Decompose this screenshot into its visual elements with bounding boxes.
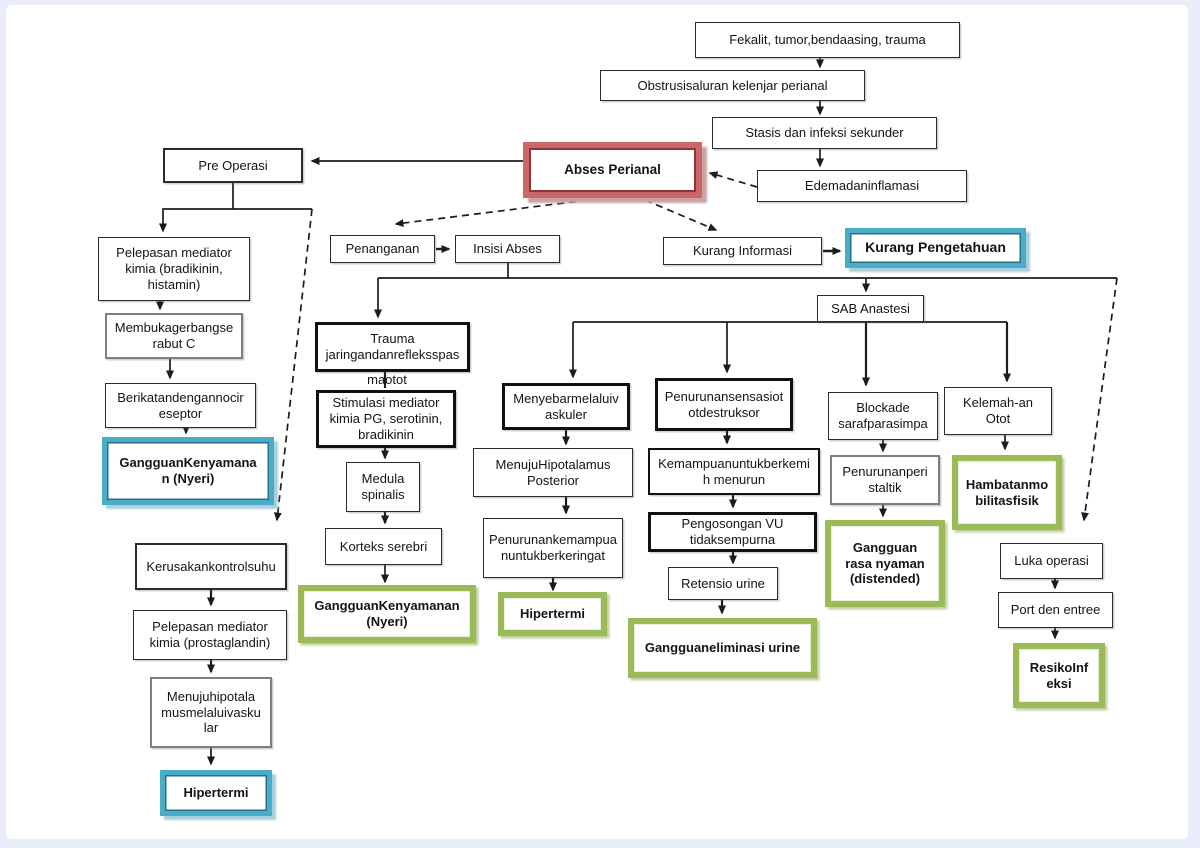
node-pelepasan-prostaglandin: Pelepasan mediator kimia (prostaglandin)	[133, 610, 287, 660]
node-penanganan: Penanganan	[330, 235, 435, 263]
node-luka-operasi: Luka operasi	[1000, 543, 1103, 579]
node-hipertermi-1: Hipertermi	[160, 770, 272, 816]
node-gangguan-eliminasi: Gangguaneliminasi urine	[628, 618, 817, 678]
node-abses-perianal: Abses Perianal	[523, 142, 702, 198]
node-kelemahan-otot: Kelemah-an Otot	[944, 387, 1052, 435]
node-insisi-abses: Insisi Abses	[455, 235, 560, 263]
node-penurunan-keringat: Penurunankemampua nuntukberkeringat	[483, 518, 623, 578]
trauma-overflow-text: maotot	[367, 372, 407, 387]
node-obstruksi: Obstrusisaluran kelenjar perianal	[600, 70, 865, 101]
node-hipertermi-2: Hipertermi	[498, 592, 607, 636]
node-kerusakan-kontrol-suhu: Kerusakankontrolsuhu	[135, 543, 287, 590]
node-gangguan-kenyamanan-2: GangguanKenyamanan (Nyeri)	[298, 585, 476, 643]
node-medula-spinalis: Medula spinalis	[346, 462, 420, 512]
node-kurang-pengetahuan: Kurang Pengetahuan	[845, 228, 1026, 268]
node-pelepasan-bradikinin: Pelepasan mediator kimia (bradikinin, hi…	[98, 237, 250, 301]
node-fekalit: Fekalit, tumor,bendaasing, trauma	[695, 22, 960, 58]
node-penurunan-peristaltik: Penurunanperi staltik	[830, 455, 940, 505]
node-hambatan-mobilitas: Hambatanmo bilitasfisik	[952, 455, 1062, 530]
node-gangguan-rasa-nyaman: Gangguan rasa nyaman (distended)	[825, 520, 945, 607]
node-penurunan-sensasi: Penurunansensasiot otdestruksor	[655, 378, 793, 431]
node-sab-anastesi: SAB Anastesi	[817, 295, 924, 322]
node-kemampuan-berkemih: Kemampuanuntukberkemi h menurun	[648, 448, 820, 495]
node-port-de-entree: Port den entree	[998, 592, 1113, 628]
node-menuju-hipotalamus-vaskular: Menujuhipotala musmelaluivasku lar	[150, 677, 272, 748]
node-pre-operasi: Pre Operasi	[163, 148, 303, 183]
node-stimulasi-mediator: Stimulasi mediator kimia PG, serotinin, …	[316, 390, 456, 448]
node-gangguan-kenyamanan-1: GangguanKenyamana n (Nyeri)	[102, 437, 274, 505]
node-retensio-urine: Retensio urine	[668, 567, 778, 600]
node-menyebar-vaskuler: Menyebarmelaluiv askuler	[502, 383, 630, 430]
node-korteks-serebri: Korteks serebri	[325, 528, 442, 565]
node-resiko-infeksi: ResikoInf eksi	[1013, 643, 1105, 708]
node-berikatan-nociseptor: Berikatandengannocir eseptor	[105, 383, 256, 428]
node-menuju-hipotalamus-posterior: MenujuHipotalamus Posterior	[473, 448, 633, 497]
node-edema: Edemadaninflamasi	[757, 170, 967, 202]
node-membuka-gerbang: Membukagerbangse rabut C	[105, 313, 243, 359]
node-blockade-saraf: Blockade sarafparasimpa	[828, 392, 938, 440]
node-stasis: Stasis dan infeksi sekunder	[712, 117, 937, 149]
node-trauma-jaringan: Trauma jaringandanrefleksspas	[315, 322, 470, 372]
node-pengosongan-vu: Pengosongan VU tidaksempurna	[648, 512, 817, 552]
node-kurang-informasi: Kurang Informasi	[663, 237, 822, 265]
